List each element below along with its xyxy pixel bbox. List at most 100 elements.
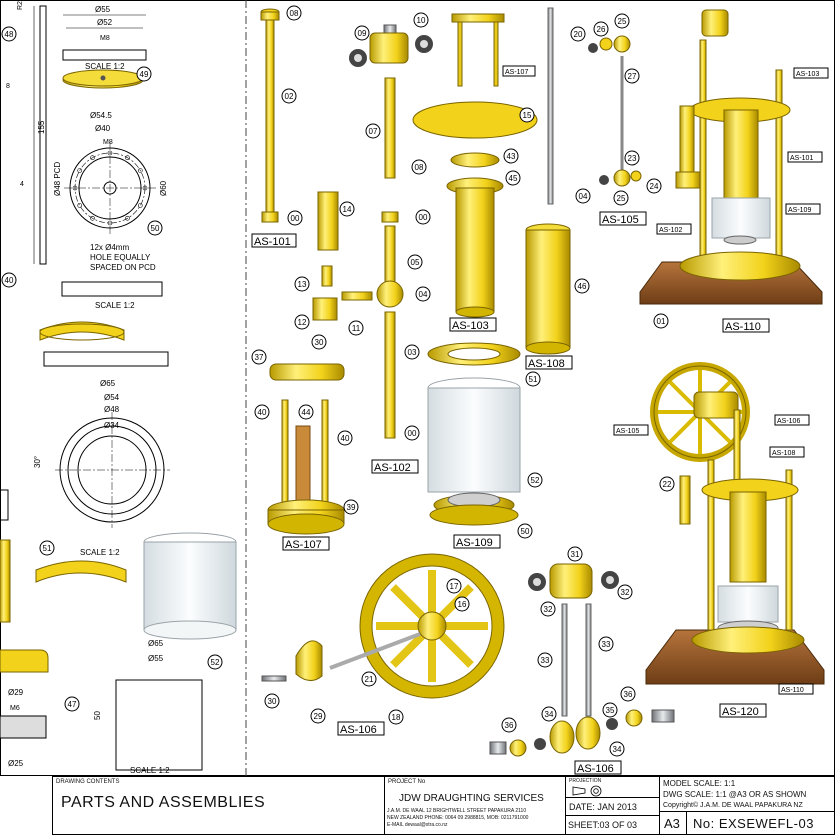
balloon-51b: 51 [525, 371, 541, 387]
dim-d65-b: Ø65 [148, 639, 164, 648]
balloon-40: 40 [1, 272, 17, 288]
part-52-tube-view: Ø65 Ø55 50 SCALE 1:2 [93, 532, 237, 775]
balloon-40c: 40 [337, 430, 353, 446]
svg-text:34: 34 [545, 710, 554, 719]
svg-text:46: 46 [578, 282, 587, 291]
svg-text:30: 30 [315, 338, 324, 347]
svg-text:11: 11 [352, 324, 361, 333]
dim-d48pcd: Ø48 PCD [53, 162, 62, 196]
svg-text:08: 08 [290, 9, 299, 18]
svg-text:40: 40 [258, 408, 267, 417]
projection-label: PROJECTION [569, 778, 602, 784]
balloon-32: 32 [540, 601, 556, 617]
company-address-2: NEW ZEALAND PHONE: 0064 09 2988815, MOB:… [387, 815, 529, 821]
ref-as101: AS-101 [790, 155, 813, 162]
dim-d48: Ø48 [104, 405, 120, 414]
assembly-as109-parts [427, 342, 521, 526]
svg-text:21: 21 [365, 675, 374, 684]
balloon-36: 36 [501, 717, 517, 733]
assembly-as103-parts [412, 13, 538, 318]
scale-label-4: SCALE 1:2 [130, 766, 170, 775]
svg-text:18: 18 [392, 713, 401, 722]
balloon-21: 21 [361, 671, 377, 687]
balloon-40b: 40 [254, 404, 270, 420]
balloon-13: 13 [294, 276, 310, 292]
dim-50: 50 [93, 711, 102, 720]
drawing-number: No: EXSEWEFL-03 [693, 816, 814, 831]
part-51-ring-view: Ø65 Ø54 Ø48 Ø34 30° SCALE 1:2 [33, 379, 170, 583]
svg-text:08: 08 [415, 163, 424, 172]
assembly-as101-parts [260, 8, 280, 223]
svg-text:52: 52 [211, 658, 220, 667]
svg-text:01: 01 [657, 317, 666, 326]
part-40-rod-drawing: 155 R2 8 4 [6, 1, 47, 265]
svg-text:35: 35 [606, 706, 615, 715]
svg-text:32: 32 [621, 588, 630, 597]
balloon-02: 02 [281, 88, 297, 104]
svg-text:51: 51 [529, 375, 538, 384]
balloon-00: 00 [287, 210, 303, 226]
svg-text:45: 45 [509, 174, 518, 183]
balloon-10: 10 [413, 12, 429, 28]
label-as106b: AS-106 [577, 763, 614, 775]
svg-text:50: 50 [151, 224, 160, 233]
dim-d52-top: Ø52 [97, 18, 113, 27]
svg-text:40: 40 [341, 434, 350, 443]
dim-d55-top: Ø55 [95, 5, 111, 14]
third-angle-projection-icon [572, 785, 602, 797]
balloon-16: 16 [454, 596, 470, 612]
balloon-24: 24 [646, 178, 662, 194]
dim-4: 4 [20, 181, 24, 188]
hole-note-1: 12x Ø4mm [90, 243, 129, 252]
svg-text:34: 34 [613, 745, 622, 754]
svg-text:14: 14 [343, 205, 352, 214]
dim-d34: Ø34 [104, 421, 120, 430]
assembly-as106-bearing-parts [489, 563, 675, 757]
balloon-37: 37 [251, 349, 267, 365]
svg-text:04: 04 [419, 290, 428, 299]
balloon-05: 05 [407, 254, 423, 270]
balloon-46: 46 [574, 278, 590, 294]
svg-text:31: 31 [571, 550, 580, 559]
svg-text:09: 09 [358, 29, 367, 38]
assembly-as105-parts [588, 35, 642, 187]
svg-text:12: 12 [298, 318, 307, 327]
svg-text:43: 43 [507, 152, 516, 161]
drawing-sheet: 155 R2 8 4 Ø55 Ø52 M8 SCALE 1:2 Ø54.5 Ø4… [0, 0, 835, 776]
assembly-as106-flywheel [261, 553, 505, 699]
label-as102: AS-102 [374, 462, 411, 474]
ref-as107: AS-107 [505, 69, 528, 76]
dim-d54: Ø54 [104, 393, 120, 402]
balloon-45: 45 [505, 170, 521, 186]
svg-text:17: 17 [450, 582, 459, 591]
drawing-number-box: No: EXSEWEFL-03 [686, 811, 835, 835]
ref-as103: AS-103 [796, 71, 819, 78]
svg-text:13: 13 [298, 280, 307, 289]
svg-text:36: 36 [624, 690, 633, 699]
dim-m8-b: M8 [103, 139, 113, 146]
copyright: Copyright© J.A.M. DE WAAL PAPAKURA NZ [663, 802, 803, 809]
balloon-03: 03 [404, 344, 420, 360]
balloon-29: 29 [310, 708, 326, 724]
balloon-23: 23 [624, 150, 640, 166]
svg-text:20: 20 [574, 30, 583, 39]
svg-text:39: 39 [347, 503, 356, 512]
balloon-25: 25 [614, 13, 630, 29]
sheet-box: SHEET:03 OF 03 [565, 815, 660, 835]
dim-8: 8 [6, 83, 10, 90]
balloon-49: 49 [136, 66, 152, 82]
svg-text:15: 15 [523, 111, 532, 120]
balloon-12: 12 [294, 314, 310, 330]
balloon-17: 17 [446, 578, 462, 594]
balloon-33: 33 [537, 652, 553, 668]
balloon-34b: 34 [609, 741, 625, 757]
svg-text:25: 25 [617, 194, 626, 203]
label-as103: AS-103 [452, 320, 489, 332]
balloon-52b: 52 [527, 472, 543, 488]
svg-text:49: 49 [140, 70, 149, 79]
svg-text:26: 26 [597, 25, 606, 34]
svg-text:52: 52 [531, 476, 540, 485]
balloon-00b: 00 [415, 209, 431, 225]
ref-as102: AS-102 [659, 227, 682, 234]
balloon-43: 43 [503, 148, 519, 164]
